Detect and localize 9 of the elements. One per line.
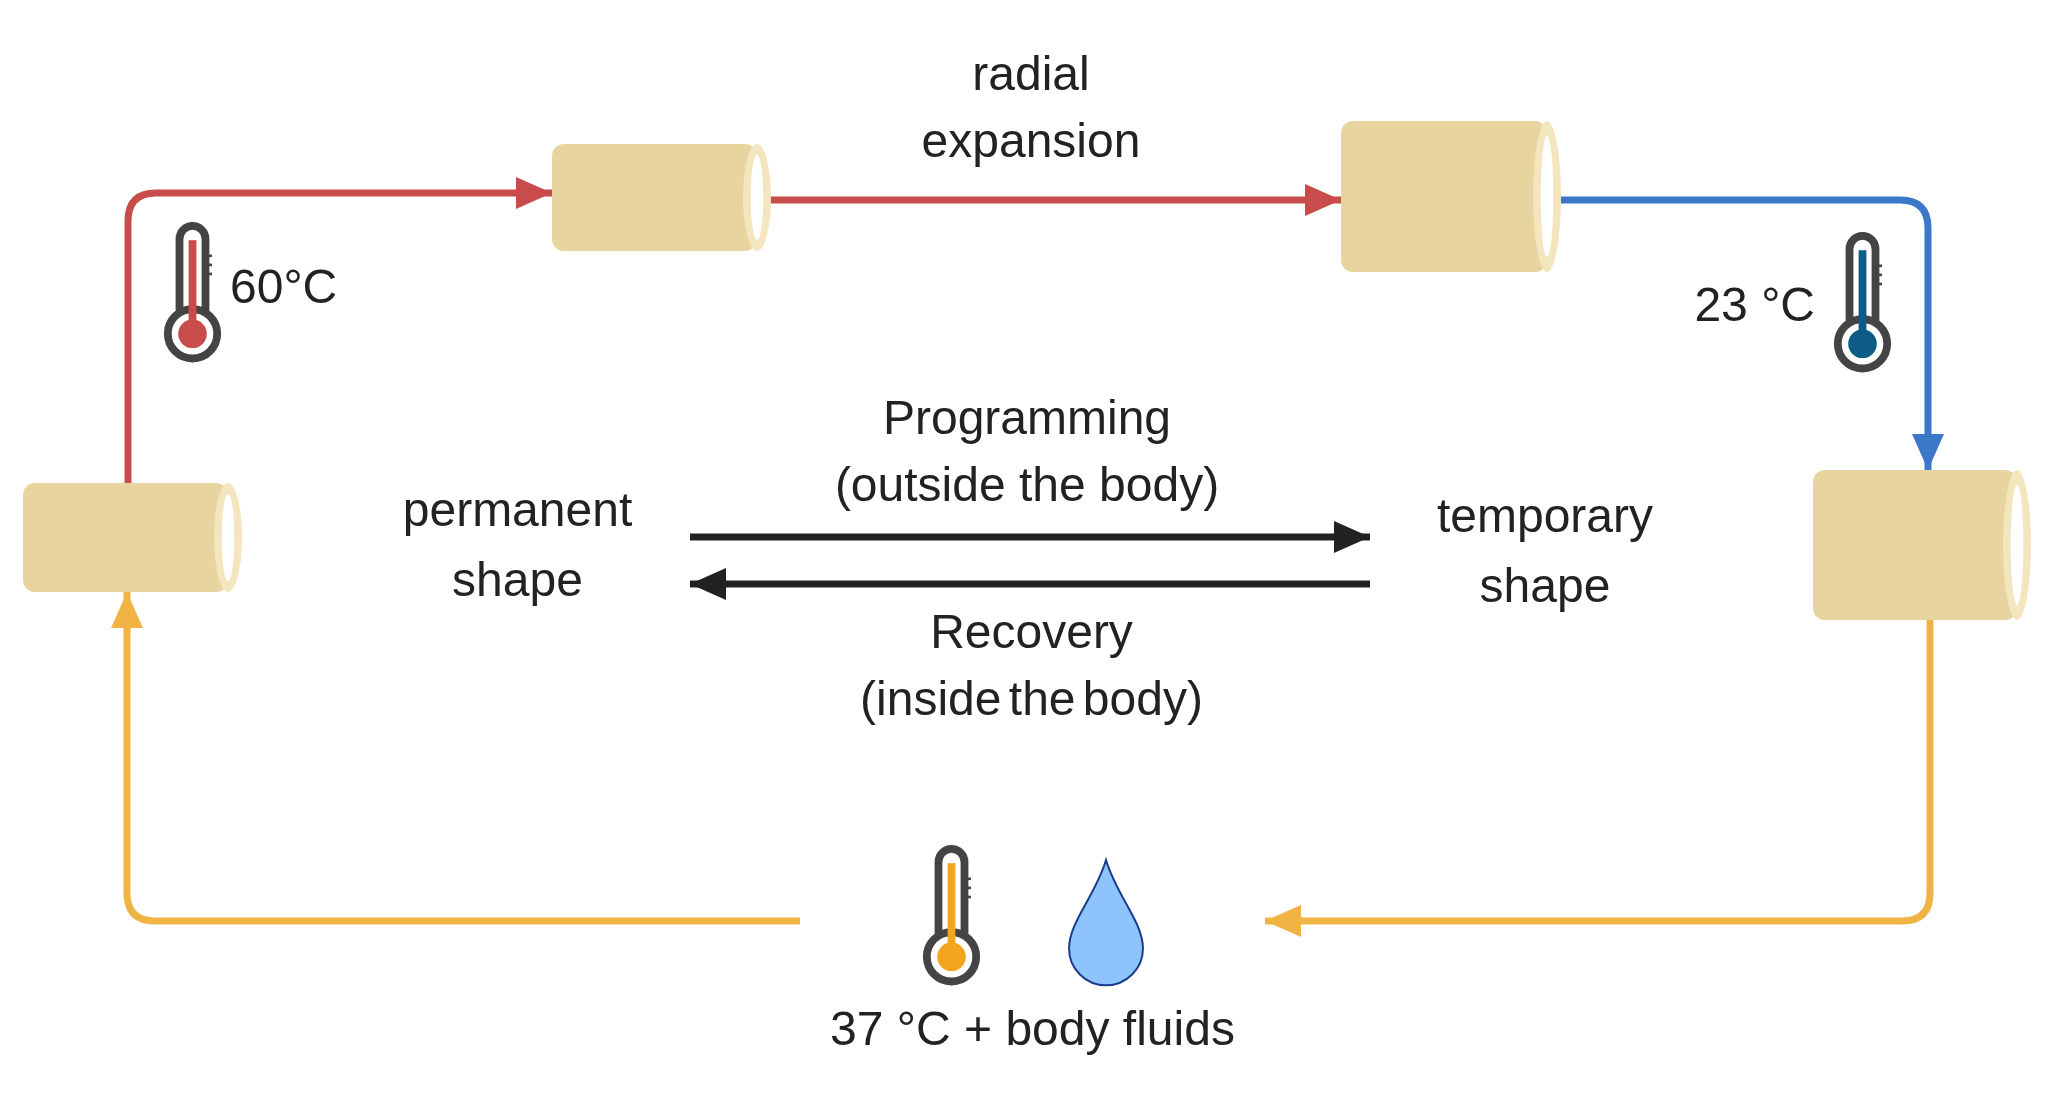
shape-label: permanent shape (401, 482, 634, 608)
arrow (1561, 196, 1944, 470)
arrow (124, 177, 552, 483)
temperature-label: 23 °C (1693, 277, 1815, 333)
condition-label: 37 °C + body fluids (830, 1001, 1235, 1057)
shape-label: temporary shape (1435, 488, 1655, 614)
arrow (771, 184, 1341, 216)
temperature-label: 60°C (230, 259, 339, 315)
arrow (1265, 620, 1934, 937)
